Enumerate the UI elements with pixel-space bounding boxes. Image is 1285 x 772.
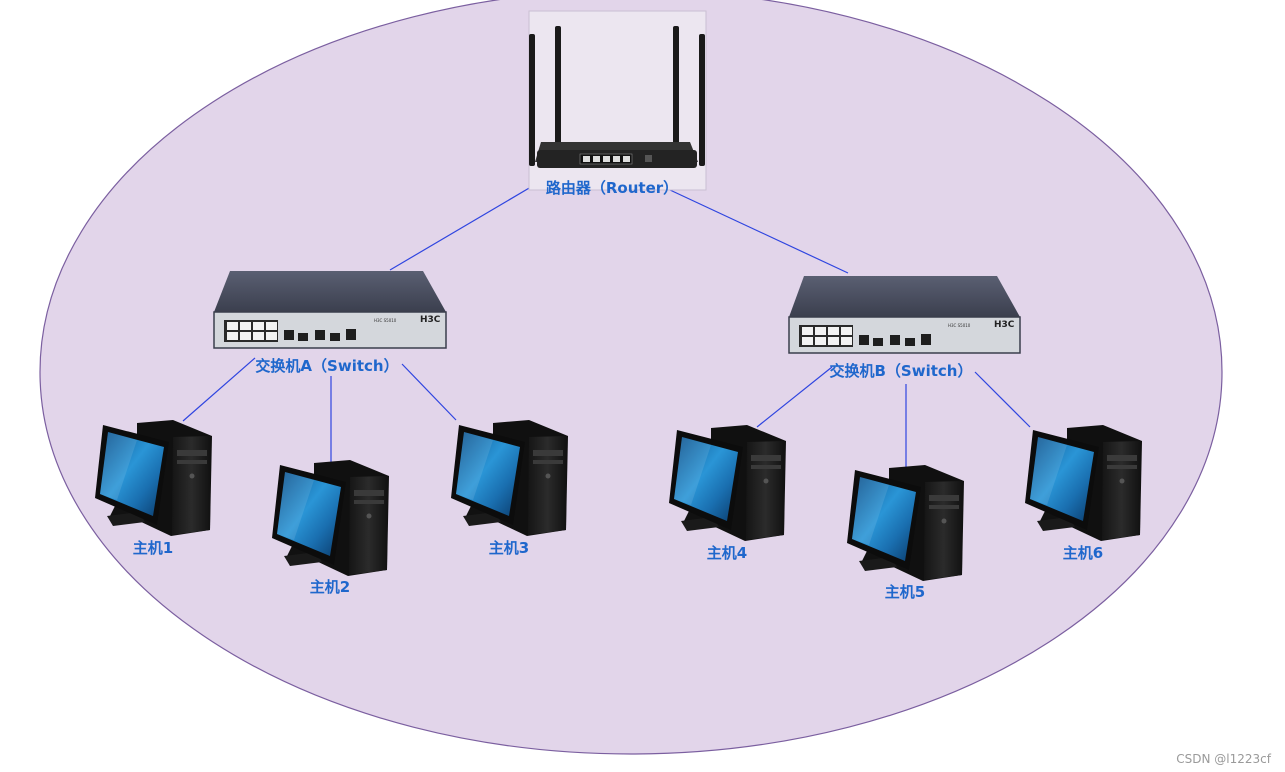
switch-a: H3C H3C S5010 交换机A（Switch）	[213, 271, 447, 375]
power-button	[545, 473, 551, 479]
tower-drive-bay	[177, 450, 207, 456]
switch-top	[214, 271, 446, 312]
monitor-screen	[277, 472, 341, 556]
switch-brand-logo: H3C	[994, 320, 1015, 330]
switch-b: H3C H3C S5010 交换机B（Switch）	[788, 276, 1021, 380]
power-button	[763, 478, 769, 484]
screen-highlight	[100, 432, 137, 500]
switch-top	[789, 276, 1020, 317]
router-antenna	[529, 34, 535, 166]
host-computer	[451, 420, 568, 536]
tower-drive-bay	[354, 500, 384, 504]
router: 路由器（Router）	[528, 10, 707, 197]
host-computer	[1025, 425, 1142, 541]
link-switch-a-host3	[401, 363, 457, 421]
switch-brand-logo: H3C	[420, 315, 441, 325]
screen-highlight	[852, 477, 889, 545]
tower-drive-bay	[929, 495, 959, 501]
link-switch-b-host6	[974, 371, 1031, 428]
host-label: 主机6	[1063, 544, 1103, 562]
tower-drive-bay	[354, 490, 384, 496]
screen-highlight	[277, 472, 314, 540]
router-antenna	[699, 34, 705, 166]
tower-drive-bay	[177, 460, 207, 464]
host-computer	[95, 420, 212, 536]
host-computer	[669, 425, 786, 541]
power-button	[1119, 478, 1125, 484]
power-button	[189, 473, 195, 479]
switch-model-text: H3C S5010	[374, 318, 397, 323]
links	[182, 183, 1031, 468]
watermark: CSDN @l1223cf	[1176, 752, 1271, 766]
screen-highlight	[456, 432, 493, 500]
router-antenna	[555, 26, 561, 154]
tower-drive-bay	[533, 450, 563, 456]
monitor-screen	[456, 432, 520, 516]
power-button	[941, 518, 947, 524]
link-switch-b-host4	[756, 366, 833, 428]
switch-a-label: 交换机A（Switch）	[255, 357, 398, 375]
link-router-switch-b	[669, 189, 849, 274]
screen-highlight	[1030, 437, 1067, 505]
tower-drive-bay	[533, 460, 563, 464]
hosts: 主机1 主机2 主机3 主机4 主机5 主机6	[95, 420, 1142, 601]
tower-drive-bay	[751, 465, 781, 469]
switch-ports	[799, 325, 931, 347]
switch-model-text: H3C S5010	[948, 323, 971, 328]
monitor-screen	[100, 432, 164, 516]
router-ports	[579, 153, 652, 165]
host-label: 主机5	[885, 583, 925, 601]
tower-drive-bay	[1107, 455, 1137, 461]
host-computer	[272, 460, 389, 576]
monitor-screen	[674, 437, 738, 521]
power-button	[366, 513, 372, 519]
host-label: 主机2	[310, 578, 350, 596]
tower-drive-bay	[1107, 465, 1137, 469]
link-router-switch-a	[389, 183, 537, 271]
router-label: 路由器（Router）	[546, 179, 678, 197]
router-antenna	[673, 26, 679, 154]
host-computer	[847, 465, 964, 581]
link-switch-a-host1	[182, 357, 256, 422]
monitor-screen	[1030, 437, 1094, 521]
host-label: 主机4	[707, 544, 747, 562]
switch-ports	[224, 320, 356, 342]
screen-highlight	[674, 437, 711, 505]
host-label: 主机3	[489, 539, 529, 557]
host-label: 主机1	[133, 539, 173, 557]
tower-drive-bay	[751, 455, 781, 461]
monitor-screen	[852, 477, 916, 561]
switch-b-label: 交换机B（Switch）	[830, 362, 973, 380]
tower-drive-bay	[929, 505, 959, 509]
